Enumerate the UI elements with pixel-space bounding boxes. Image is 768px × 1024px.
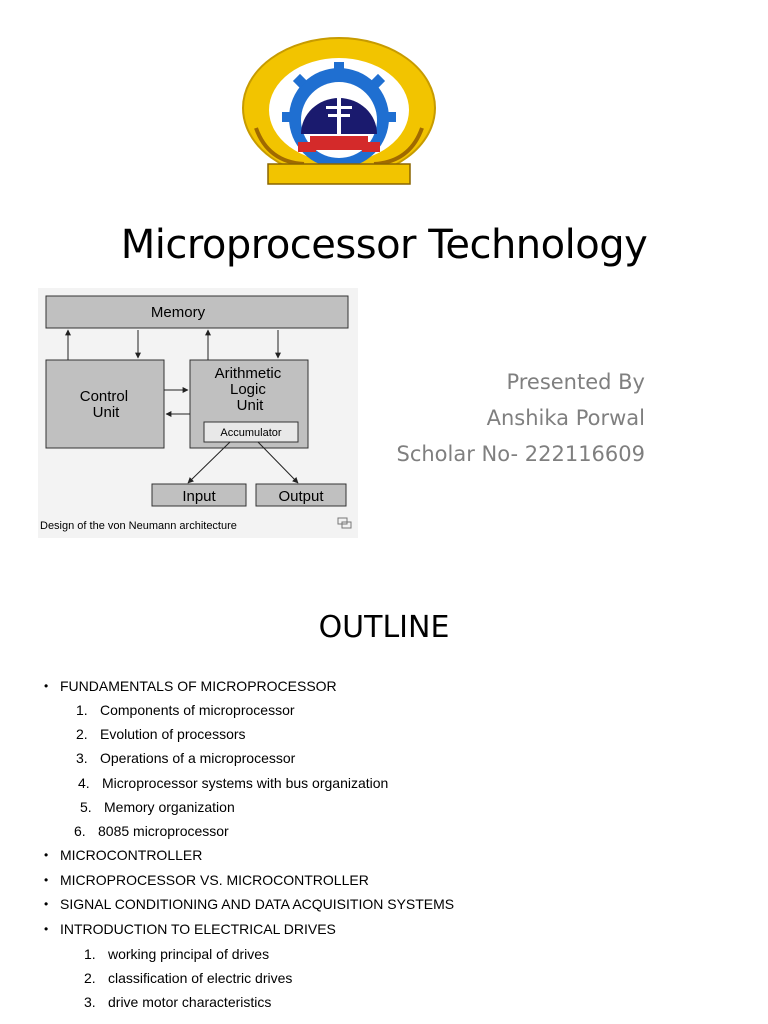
- list-item: 5.Memory organization: [80, 799, 235, 815]
- institute-logo: [238, 36, 440, 188]
- list-item: 1.Components of microprocessor: [76, 702, 295, 718]
- output-box: [255, 483, 347, 507]
- list-item: •SIGNAL CONDITIONING AND DATA ACQUISITIO…: [44, 896, 455, 912]
- list-item: •MICROPROCESSOR VS. MICROCONTROLLER: [44, 872, 369, 888]
- list-item: 3.drive motor characteristics: [84, 994, 272, 1010]
- slide-title: Microprocessor Technology: [120, 222, 648, 268]
- diagram-caption: Design of the von Neumann architecture: [40, 520, 237, 532]
- input-label: Input: [182, 488, 216, 505]
- control-unit-box: [45, 359, 165, 449]
- enlarge-icon: [337, 517, 352, 529]
- accumulator-box: [203, 421, 299, 443]
- presenter-name: Anshika Porwal: [486, 406, 645, 430]
- memory-label: Memory: [151, 304, 206, 321]
- list-item: 3.Operations of a microprocessor: [76, 750, 296, 766]
- accumulator-label: Accumulator: [220, 427, 281, 439]
- list-item: 1.working principal of drives: [84, 946, 270, 962]
- list-item: •FUNDAMENTALS OF MICROPROCESSOR: [44, 678, 337, 694]
- scholar-number: Scholar No- 222116609: [396, 442, 646, 466]
- memory-box: [45, 295, 349, 329]
- logo-emblem: [242, 37, 436, 185]
- von-neumann-diagram: Memory Control Unit Arithmetic Logic Uni…: [38, 288, 358, 538]
- list-item: •MICROCONTROLLER: [44, 847, 203, 863]
- control-unit-label: Control Unit: [80, 388, 133, 421]
- alu-label: Arithmetic Logic Unit: [215, 365, 286, 414]
- list-item: 2.Evolution of processors: [76, 726, 246, 742]
- presented-by-label: Presented By: [506, 370, 645, 394]
- list-item: 4.Microprocessor systems with bus organi…: [78, 775, 389, 791]
- outline-heading: OUTLINE: [318, 610, 450, 645]
- list-item: 6.8085 microprocessor: [74, 823, 229, 839]
- output-label: Output: [278, 488, 324, 505]
- list-item: 2.classification of electric drives: [84, 970, 293, 986]
- input-box: [151, 483, 247, 507]
- list-item: •INTRODUCTION TO ELECTRICAL DRIVES: [44, 921, 336, 937]
